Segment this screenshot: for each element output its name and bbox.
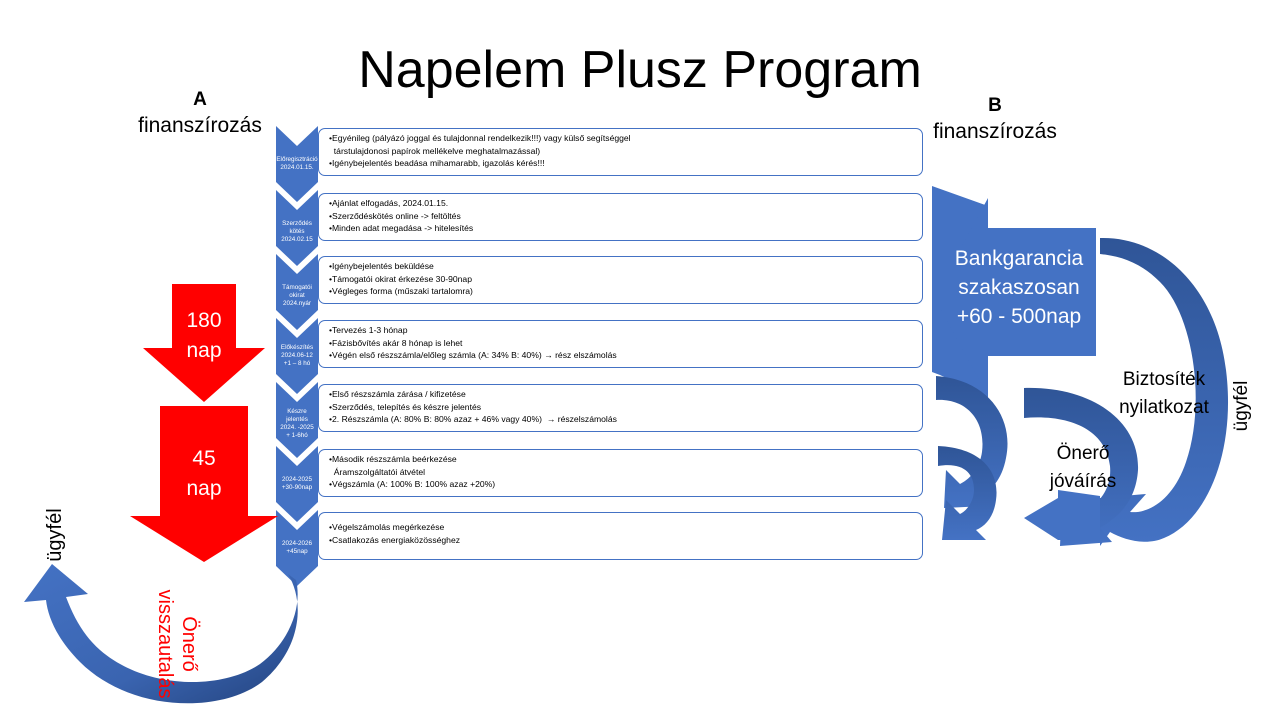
chevron-step-3	[276, 254, 318, 330]
list-item: Végén első részszámla/előleg számla (A: …	[329, 349, 914, 362]
chevron-step-4	[276, 318, 318, 394]
step-box-6: Második részszámla beérkezése Áramszolgá…	[318, 449, 923, 497]
list-item: Áramszolgáltatói átvétel	[329, 466, 426, 477]
list-item: Első részszámla zárása / kifizetése	[329, 388, 914, 401]
step-chevrons	[276, 126, 318, 586]
option-b-word: finanszírozás	[933, 120, 1057, 143]
step-box-5: Első részszámla zárása / kifizetése Szer…	[318, 384, 923, 432]
chevron-step-7	[276, 510, 318, 586]
right-ugyfel-label: ügyfél	[1231, 380, 1252, 432]
right-big-curved-arrow	[1100, 237, 1229, 546]
chevron-step-2	[276, 190, 318, 266]
option-a-word: finanszírozás	[138, 114, 262, 137]
left-curved-arrow	[24, 564, 298, 704]
list-item: társtulajdonosi papírok mellékelve megha…	[329, 145, 541, 156]
onero-curved-arrow	[1024, 387, 1139, 546]
chevron-step-5	[276, 382, 318, 458]
small-curved-arrow-2	[938, 446, 997, 540]
list-item: Végleges forma (műszaki tartalomra)	[329, 285, 914, 298]
list-item: Igénybejelentés beadása mihamarabb, igaz…	[329, 157, 914, 170]
list-item: 2. Részszámla (A: 80% B: 80% azaz + 46% …	[329, 413, 914, 426]
left-ugyfel-label: ügyfél	[44, 508, 66, 562]
list-item: Támogatói okirat érkezése 30-90nap	[329, 273, 914, 286]
list-item: Végszámla (A: 100% B: 100% azaz +20%)	[329, 478, 914, 491]
chevron-text-7: 2024-2026+45nap	[281, 540, 313, 555]
list-item: Tervezés 1-3 hónap	[329, 324, 914, 337]
option-a-label: A finanszírozás	[130, 86, 270, 139]
chevron-step-1	[276, 126, 318, 202]
step-box-1: Egyénileg (pályázó joggal és tulajdonnal…	[318, 128, 923, 176]
step-box-3: Igénybejelentés beküldése Támogatói okir…	[318, 256, 923, 304]
red-arrow-180	[143, 284, 265, 402]
list-item: Fázisbővítés akár 8 hónap is lehet	[329, 337, 914, 350]
page-title: Napelem Plusz Program	[358, 41, 922, 99]
list-item: Egyénileg (pályázó joggal és tulajdonnal…	[329, 132, 914, 145]
small-curved-arrow-1	[936, 376, 1008, 508]
list-item: Ajánlat elfogadás, 2024.01.15.	[329, 197, 914, 210]
list-item: Igénybejelentés beküldése	[329, 260, 914, 273]
step-box-2: Ajánlat elfogadás, 2024.01.15. Szerződés…	[318, 193, 923, 241]
list-item: Végelszámolás megérkezése	[329, 521, 914, 534]
chevron-step-6	[276, 446, 318, 522]
step-box-7: Végelszámolás megérkezése Csatlakozás en…	[318, 512, 923, 560]
option-b-label: B finanszírozás	[924, 92, 1066, 145]
option-a-letter: A	[193, 89, 207, 110]
option-b-letter: B	[988, 95, 1002, 116]
list-item: Minden adat megadása -> hitelesítés	[329, 222, 914, 235]
red-arrow-45	[130, 406, 278, 562]
list-item: Második részszámla beérkezése	[329, 453, 914, 466]
step-box-4: Tervezés 1-3 hónap Fázisbővítés akár 8 h…	[318, 320, 923, 368]
list-item: Szerződés, telepítés és készre jelentés	[329, 401, 914, 414]
list-item: Szerződéskötés online -> feltöltés	[329, 210, 914, 223]
list-item: Csatlakozás energiaközösséghez	[329, 534, 914, 547]
chevron-text-6: 2024-2025+30-90nap	[281, 476, 313, 491]
